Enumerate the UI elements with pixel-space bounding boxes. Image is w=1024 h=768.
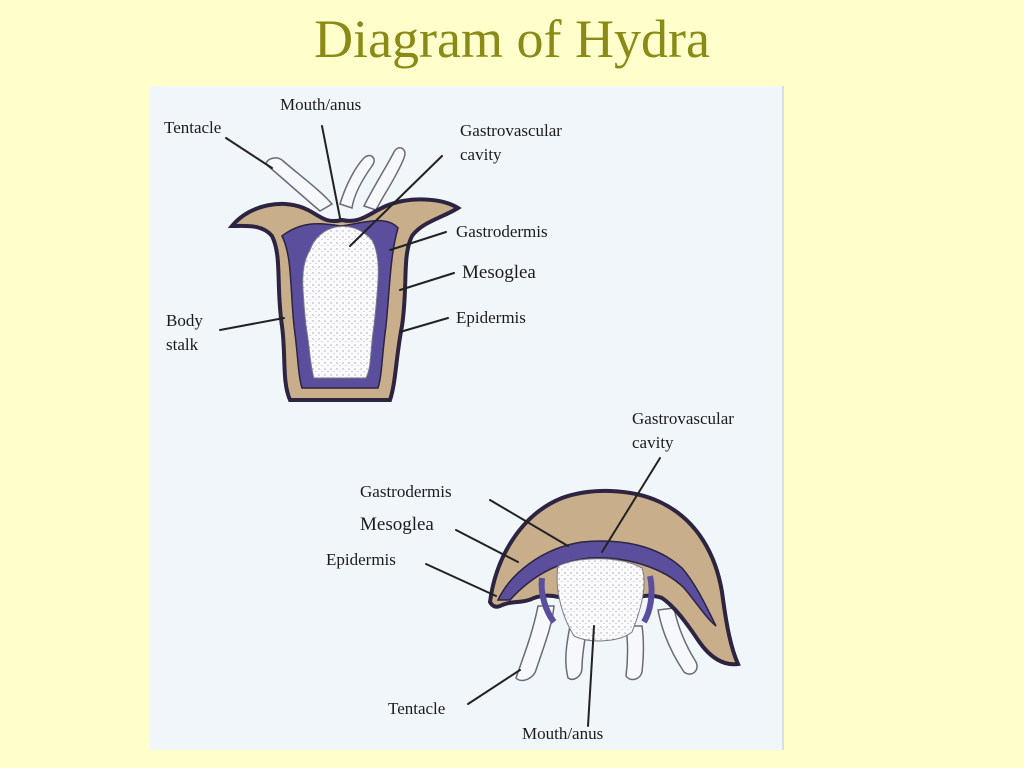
medusa-leaders — [425, 457, 661, 727]
label-polyp-tentacle: Tentacle — [164, 118, 221, 137]
label-polyp-body-1: Body — [166, 311, 203, 330]
leader-medusa-mesoglea — [455, 529, 519, 563]
leader-polyp-epidermis — [399, 317, 449, 333]
leader-medusa-gastrovascular — [601, 457, 661, 553]
label-polyp-gastrovascular-2: cavity — [460, 145, 502, 164]
label-medusa-epidermis: Epidermis — [326, 550, 396, 569]
label-polyp-mesoglea: Mesoglea — [462, 262, 536, 283]
polyp-drawing — [227, 147, 462, 402]
label-polyp-stalk-2: stalk — [166, 335, 199, 354]
label-polyp-gastrodermis: Gastrodermis — [456, 222, 548, 241]
polyp-tentacle-mid — [339, 154, 375, 209]
leader-polyp-gastrovascular — [349, 155, 443, 247]
leader-medusa-epidermis — [425, 563, 497, 597]
label-polyp-epidermis: Epidermis — [456, 308, 526, 327]
label-medusa-mesoglea: Mesoglea — [360, 514, 434, 535]
leader-medusa-gastrodermis — [489, 499, 569, 547]
leader-polyp-mouth — [321, 125, 341, 219]
medusa-drawing — [487, 488, 741, 682]
label-polyp-gastrovascular-1: Gastrovascular — [460, 121, 562, 140]
leader-polyp-gastrodermis — [389, 231, 447, 251]
leader-polyp-body-stalk — [219, 317, 285, 331]
polyp-tentacle-left — [265, 157, 334, 212]
hydra-diagram: Mouth/anus Tentacle Gastrovascular cavit… — [164, 95, 741, 743]
polyp-cavity — [302, 225, 379, 379]
label-medusa-mouth: Mouth/anus — [522, 724, 603, 743]
polyp-tentacle-right — [362, 147, 406, 211]
leader-polyp-mesoglea — [399, 272, 455, 291]
medusa-tentacle-1 — [515, 605, 555, 682]
label-medusa-gastrodermis: Gastrodermis — [360, 482, 452, 501]
medusa-gastrodermis — [496, 540, 717, 627]
medusa-canal-right — [641, 575, 655, 624]
medusa-canal-left — [538, 577, 557, 624]
label-polyp-mouth: Mouth/anus — [280, 95, 361, 114]
label-medusa-tentacle: Tentacle — [388, 699, 445, 718]
medusa-tentacle-2 — [565, 625, 587, 680]
polyp-leaders — [219, 125, 455, 333]
hydra-figure: Mouth/anus Tentacle Gastrovascular cavit… — [150, 86, 782, 750]
label-medusa-gastrovascular-2: cavity — [632, 433, 674, 452]
leader-polyp-tentacle — [225, 137, 273, 169]
leader-medusa-mouth — [587, 625, 595, 727]
slide-title: Diagram of Hydra — [314, 9, 710, 69]
medusa-tentacle-4 — [657, 607, 698, 675]
medusa-cavity — [556, 558, 645, 642]
label-medusa-gastrovascular-1: Gastrovascular — [632, 409, 734, 428]
medusa-tentacle-3 — [625, 625, 645, 681]
leader-medusa-tentacle — [467, 669, 521, 705]
